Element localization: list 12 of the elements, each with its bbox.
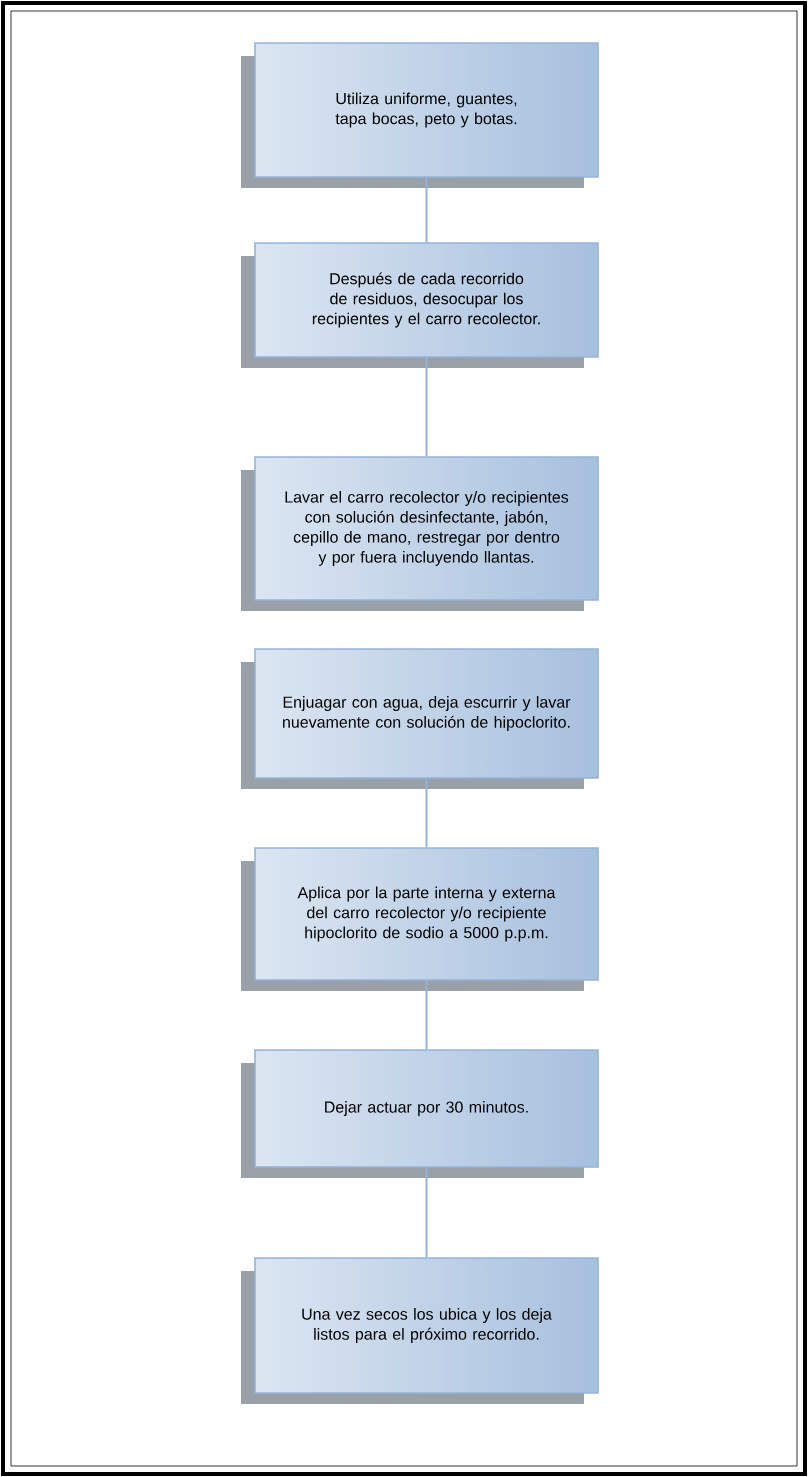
process-box: Aplica por la parte interna y externa del carro recolector y/o recipiente hipoclorito de sodio a 5000 p.p.m.: [254, 847, 599, 981]
connector-line: [425, 356, 428, 458]
process-box: Enjuagar con agua, deja escurrir y lavar nuevamente con solución de hipoclorito.: [254, 648, 599, 779]
process-box: Lavar el carro recolector y/o recipientes con solución desinfectante, jabón, cepillo de mano, restregar por dentro y por fuera incluyendo llantas.: [254, 456, 599, 601]
process-box: Utiliza uniforme, guantes, tapa bocas, peto y botas.: [254, 42, 599, 178]
process-box: Después de cada recorrido de residuos, desocupar los recipientes y el carro recolector.: [254, 242, 599, 358]
connector-line: [425, 176, 428, 244]
process-box: Dejar actuar por 30 minutos.: [254, 1049, 599, 1168]
connector-line: [425, 777, 428, 849]
process-box: Una vez secos los ubica y los deja listos para el próximo recorrido.: [254, 1257, 599, 1394]
connector-line: [425, 979, 428, 1051]
connector-line: [425, 1166, 428, 1259]
